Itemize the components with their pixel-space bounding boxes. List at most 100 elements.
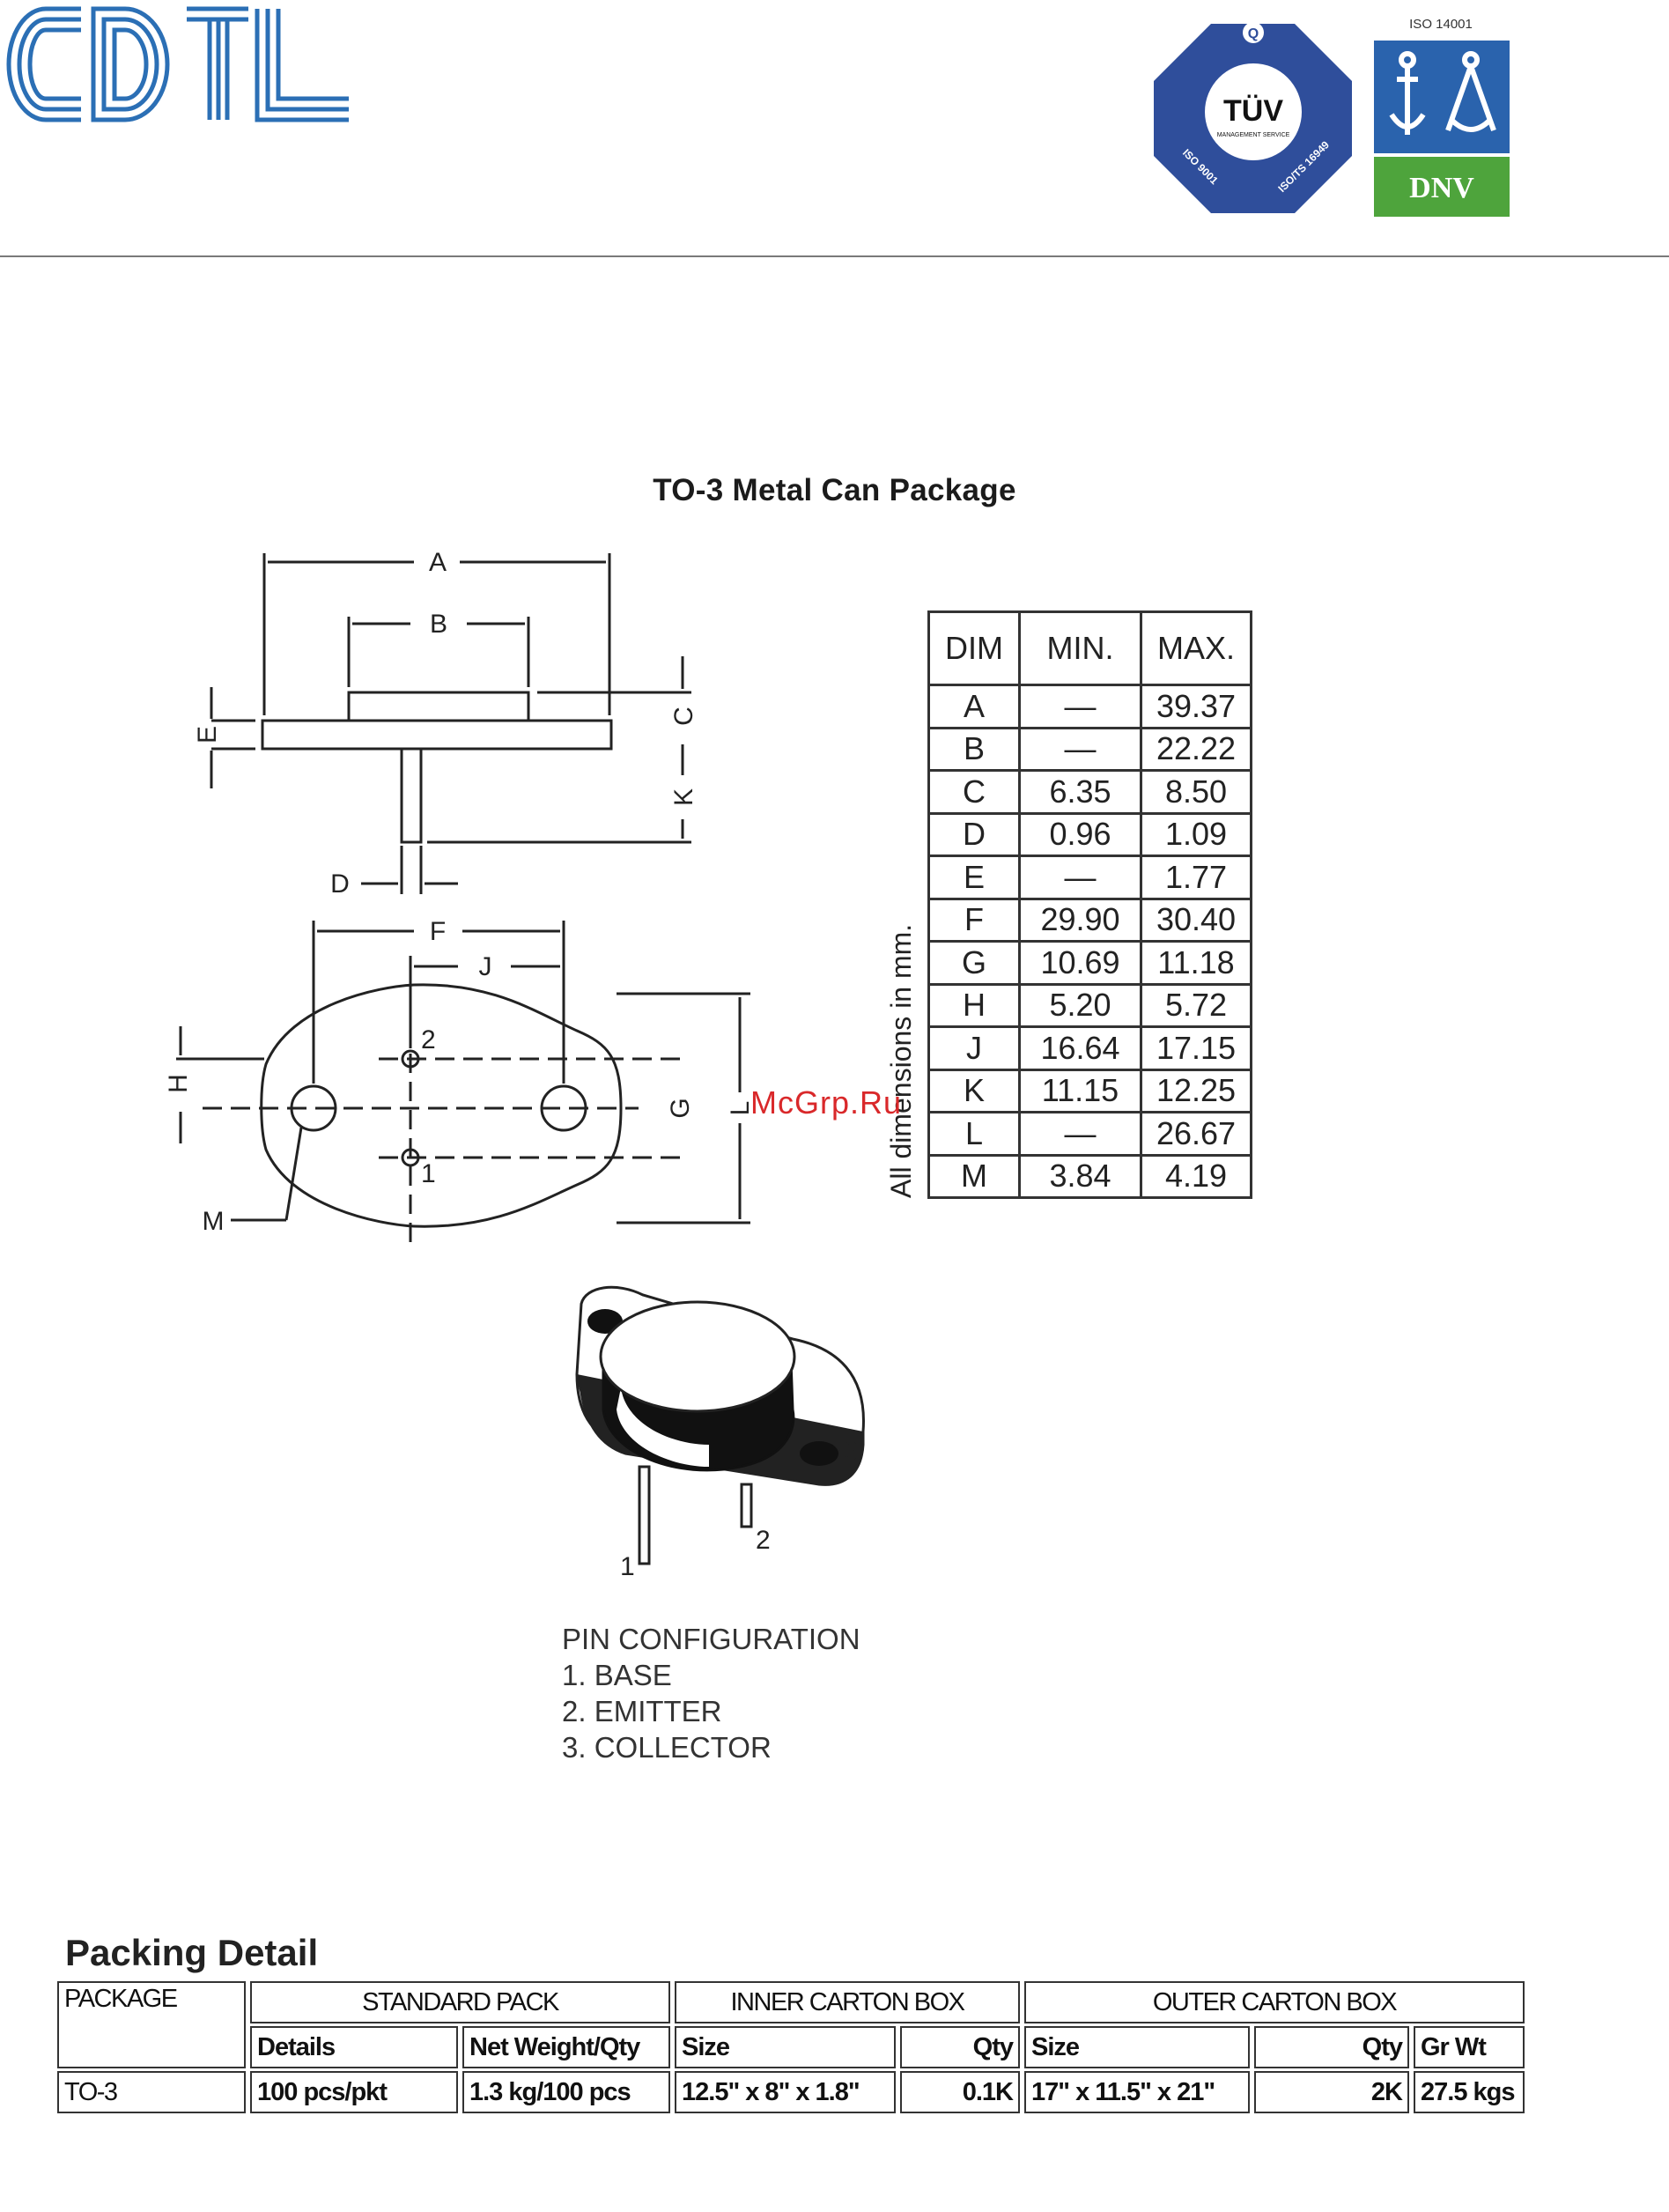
dim-cell: H [927, 982, 1021, 1028]
tuv-name: TÜV [1223, 94, 1283, 128]
min-cell: 29.90 [1018, 897, 1142, 943]
min-cell: — [1018, 854, 1142, 900]
dim-label-m: M [203, 1207, 225, 1236]
outer-carton-header: OUTER CARTON BOX [1024, 1981, 1525, 2023]
min-col-header: MIN. [1018, 610, 1142, 686]
table-row: PACKAGE STANDARD PACK INNER CARTON BOX O… [57, 1981, 1525, 2068]
dimensions-unit-note: All dimensions in mm. [885, 923, 917, 1198]
min-cell: 0.96 [1018, 811, 1142, 857]
dim-cell: F [927, 897, 1021, 943]
net-weight-subheader: Net Weight/Qty [462, 2026, 670, 2068]
details-subheader: Details [250, 2026, 458, 2068]
max-cell: 26.67 [1140, 1111, 1252, 1157]
dim-cell: A [927, 684, 1021, 729]
min-cell: 6.35 [1018, 769, 1142, 815]
pin-config-title: PIN CONFIGURATION [562, 1623, 860, 1655]
dim-label-g: G [666, 1098, 695, 1118]
dim-cell: E [927, 854, 1021, 900]
table-row: TO-3 100 pcs/pkt 1.3 kg/100 pcs 12.5" x … [57, 2071, 1525, 2113]
inner-qty-cell: 0.1K [900, 2071, 1020, 2113]
max-cell: 11.18 [1140, 940, 1252, 986]
inner-size-cell: 12.5" x 8" x 1.8" [675, 2071, 896, 2113]
inner-carton-header: INNER CARTON BOX [675, 1981, 1020, 2023]
table-row: L—26.67 [927, 1111, 1252, 1157]
table-row: Details Net Weight/Qty Size Qty Size Qty… [57, 2026, 1525, 2068]
to3-outline-drawing: A B C D E F G H J K L M 2 1 [164, 548, 755, 1242]
outer-size-subheader: Size [1024, 2026, 1250, 2068]
package-header: PACKAGE [57, 1981, 246, 2068]
dnv-certification-badge: ISO 14001 DNV [1374, 17, 1510, 217]
max-cell: 1.09 [1140, 811, 1252, 857]
packing-detail-title: Packing Detail [65, 1932, 319, 1973]
packing-detail-table: PACKAGE STANDARD PACK INNER CARTON BOX O… [53, 1979, 1529, 2116]
min-cell: — [1018, 726, 1142, 772]
dim-cell: L [927, 1111, 1021, 1157]
dim-label-k: K [669, 788, 698, 806]
dim-label-d: D [330, 869, 350, 899]
anchor-icon [1389, 51, 1496, 135]
pin2-label: 2 [421, 1025, 436, 1054]
dim-cell: K [927, 1068, 1021, 1113]
pin-config-item: 3. COLLECTOR [562, 1731, 772, 1764]
dim-label-e: E [193, 726, 222, 743]
dim-cell: C [927, 769, 1021, 815]
package-title: TO-3 Metal Can Package [653, 473, 1016, 507]
dim-label-a: A [429, 548, 447, 577]
table-row: E—1.77 [927, 854, 1252, 900]
max-cell: 17.15 [1140, 1025, 1252, 1071]
pin3-3d-label: 3 [844, 1437, 859, 1466]
min-cell: 10.69 [1018, 940, 1142, 986]
outer-qty-subheader: Qty [1254, 2026, 1409, 2068]
min-cell: 16.64 [1018, 1025, 1142, 1071]
pin-config-item: 1. BASE [562, 1659, 672, 1691]
gr-wt-subheader: Gr Wt [1414, 2026, 1525, 2068]
svg-text:Q: Q [1248, 26, 1259, 41]
dim-cell: M [927, 1153, 1021, 1199]
dim-cell: J [927, 1025, 1021, 1071]
max-cell: 12.25 [1140, 1068, 1252, 1113]
dnv-iso-label: ISO 14001 [1409, 17, 1473, 32]
package-cell: TO-3 [57, 2071, 246, 2113]
min-cell: — [1018, 684, 1142, 729]
min-cell: 11.15 [1018, 1068, 1142, 1113]
min-cell: — [1018, 1111, 1142, 1157]
gr-wt-cell: 27.5 kgs [1414, 2071, 1525, 2113]
max-cell: 5.72 [1140, 982, 1252, 1028]
table-row: A—39.37 [927, 684, 1252, 729]
net-weight-cell: 1.3 kg/100 pcs [462, 2071, 670, 2113]
pin1-label: 1 [421, 1159, 436, 1188]
dim-label-f: F [430, 917, 446, 946]
max-cell: 30.40 [1140, 897, 1252, 943]
dim-cell: B [927, 726, 1021, 772]
pin-configuration: PIN CONFIGURATION 1. BASE 2. EMITTER 3. … [562, 1621, 860, 1765]
inner-size-subheader: Size [675, 2026, 896, 2068]
outer-size-cell: 17" x 11.5" x 21" [1024, 2071, 1250, 2113]
inner-qty-subheader: Qty [900, 2026, 1020, 2068]
pin2-3d-label: 2 [756, 1526, 771, 1555]
dnv-name: DNV [1409, 172, 1474, 204]
cdil-logo [6, 6, 349, 122]
max-cell: 39.37 [1140, 684, 1252, 729]
min-cell: 5.20 [1018, 982, 1142, 1028]
max-cell: 8.50 [1140, 769, 1252, 815]
dim-cell: D [927, 811, 1021, 857]
outer-qty-cell: 2K [1254, 2071, 1409, 2113]
dim-col-header: DIM [927, 610, 1021, 686]
dim-label-h: H [164, 1074, 193, 1093]
dim-label-j: J [479, 952, 492, 981]
header-divider [0, 255, 1669, 257]
max-cell: 1.77 [1140, 854, 1252, 900]
pin1-3d-label: 1 [620, 1552, 635, 1581]
dim-label-l: L [726, 1101, 755, 1116]
min-cell: 3.84 [1018, 1153, 1142, 1199]
tuv-service: MANAGEMENT SERVICE [1217, 132, 1290, 138]
dim-label-b: B [430, 610, 447, 639]
dimension-table-header: DIM MIN. MAX. [927, 610, 1252, 686]
